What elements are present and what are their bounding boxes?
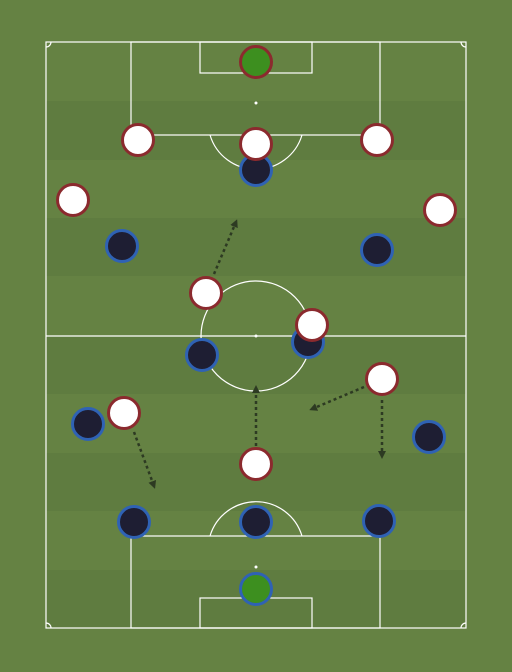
away-player-marker[interactable] bbox=[360, 233, 394, 267]
away-goalkeeper-marker[interactable] bbox=[239, 572, 273, 606]
corner-arc-top-left bbox=[45, 41, 52, 48]
penalty-arc-bottom bbox=[209, 501, 303, 537]
pitch-spots bbox=[254, 101, 258, 569]
players bbox=[56, 45, 457, 606]
home-player-marker[interactable] bbox=[295, 308, 329, 342]
pitch-stripe bbox=[46, 336, 466, 394]
away-player-marker[interactable] bbox=[117, 505, 151, 539]
home-goalkeeper-marker[interactable] bbox=[239, 45, 273, 79]
away-player-marker[interactable] bbox=[185, 338, 219, 372]
away-player-marker[interactable] bbox=[412, 420, 446, 454]
home-player-marker[interactable] bbox=[121, 123, 155, 157]
corner-arc-top-right bbox=[460, 41, 467, 48]
penalty-spot-top bbox=[254, 101, 258, 105]
home-player-marker[interactable] bbox=[360, 123, 394, 157]
home-player-marker[interactable] bbox=[239, 127, 273, 161]
home-player-marker[interactable] bbox=[423, 193, 457, 227]
away-player-marker[interactable] bbox=[362, 504, 396, 538]
corner-arc-bottom-left bbox=[45, 622, 52, 629]
away-player-marker[interactable] bbox=[239, 505, 273, 539]
corner-arc-bottom-right bbox=[460, 622, 467, 629]
center-spot bbox=[254, 334, 258, 338]
home-player-marker[interactable] bbox=[107, 396, 141, 430]
penalty-spot-bottom bbox=[254, 565, 258, 569]
home-player-marker[interactable] bbox=[365, 362, 399, 396]
home-player-marker[interactable] bbox=[189, 276, 223, 310]
away-player-marker[interactable] bbox=[71, 407, 105, 441]
away-player-marker[interactable] bbox=[105, 229, 139, 263]
home-player-marker[interactable] bbox=[239, 447, 273, 481]
home-player-marker[interactable] bbox=[56, 183, 90, 217]
movement-arrows bbox=[132, 219, 386, 489]
